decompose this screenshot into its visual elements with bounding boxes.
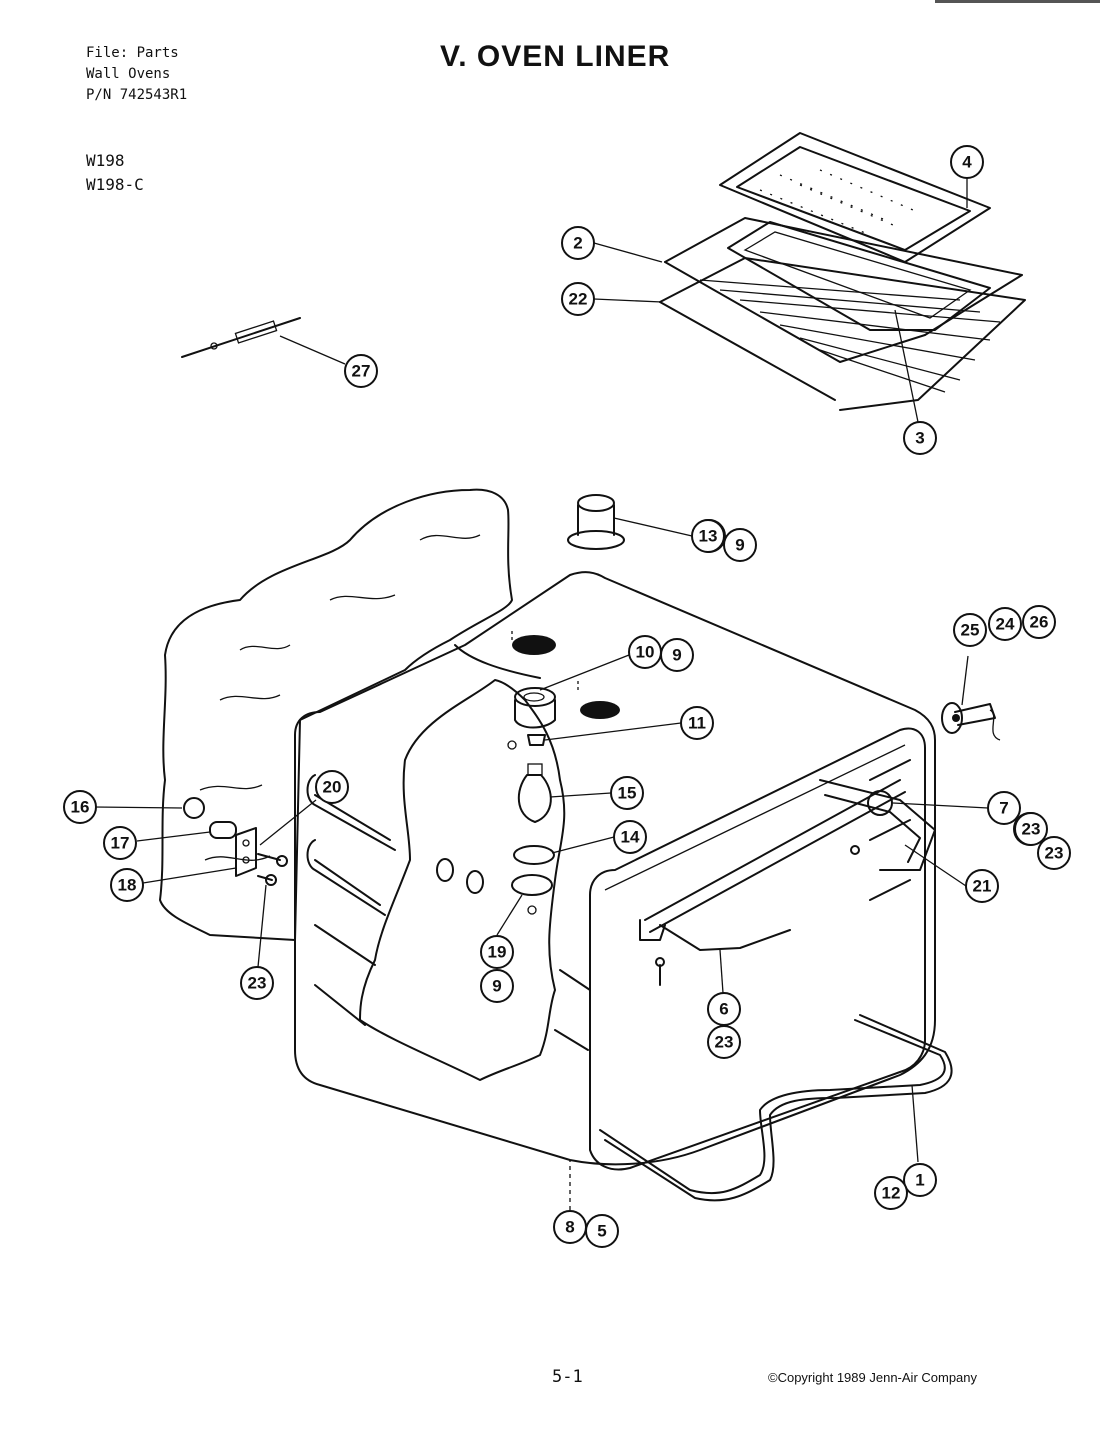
svg-text:23: 23 <box>1022 820 1041 839</box>
callout: 25 <box>953 613 987 647</box>
svg-text:17: 17 <box>111 834 130 853</box>
svg-text:25: 25 <box>961 621 980 640</box>
callout: 1 <box>903 1163 937 1197</box>
file-info: File: Parts Wall Ovens P/N 742543R1 <box>86 43 187 106</box>
svg-text:11: 11 <box>688 714 706 733</box>
svg-text:4: 4 <box>962 153 972 172</box>
callout: 7 <box>987 791 1021 825</box>
svg-text:2: 2 <box>573 234 582 253</box>
svg-text:12: 12 <box>882 1184 901 1203</box>
page-number: 5-1 <box>552 1367 583 1387</box>
top-edge-mark <box>935 0 1100 3</box>
svg-text:8: 8 <box>565 1218 574 1237</box>
callout: 24 <box>988 607 1022 641</box>
svg-text:15: 15 <box>618 784 637 803</box>
copyright-notice: ©Copyright 1989 Jenn-Air Company <box>768 1370 978 1385</box>
callout: 23 <box>707 1025 741 1059</box>
svg-text:21: 21 <box>973 877 992 896</box>
svg-text:7: 7 <box>999 799 1008 818</box>
file-line: P/N 742543R1 <box>86 87 188 103</box>
callout: 19 <box>480 935 514 969</box>
callout: 9 <box>480 969 514 1003</box>
svg-text:3: 3 <box>915 429 924 448</box>
sensor-parts-drawing <box>867 702 1001 816</box>
svg-text:13: 13 <box>699 527 718 546</box>
svg-text:23: 23 <box>248 974 267 993</box>
callout: 23 <box>1014 812 1048 846</box>
callout: 5 <box>585 1214 619 1248</box>
callout: 16 <box>63 790 97 824</box>
callout: 13 <box>691 519 725 553</box>
broiler-insert-drawing <box>727 221 991 331</box>
svg-text:1: 1 <box>915 1171 924 1190</box>
svg-text:23: 23 <box>715 1033 734 1052</box>
insulation-blanket-drawing <box>159 488 513 941</box>
callout: 6 <box>707 992 741 1026</box>
callout: 4 <box>950 145 984 179</box>
callout: 3 <box>903 421 937 455</box>
model-list: W198 W198-C <box>86 149 144 197</box>
callout: 23 <box>1037 836 1071 870</box>
light-assembly-drawing <box>507 687 556 915</box>
hinge-parts-drawing <box>183 797 288 886</box>
callout: 23 <box>240 966 274 1000</box>
svg-text:24: 24 <box>996 615 1015 634</box>
svg-text:16: 16 <box>71 798 90 817</box>
svg-text:9: 9 <box>492 977 501 996</box>
svg-text:27: 27 <box>352 362 371 381</box>
svg-text:14: 14 <box>621 828 640 847</box>
model-number: W198-C <box>86 175 144 194</box>
svg-text:9: 9 <box>672 646 681 665</box>
callout: 12 <box>874 1176 908 1210</box>
bake-element-drawing <box>599 1014 953 1202</box>
svg-text:26: 26 <box>1030 613 1049 632</box>
callout: 17 <box>103 826 137 860</box>
callout: 26 <box>1022 605 1056 639</box>
svg-text:5: 5 <box>597 1222 606 1241</box>
svg-text:18: 18 <box>118 876 137 895</box>
callout: 21 <box>965 869 999 903</box>
svg-text:20: 20 <box>323 778 342 797</box>
page-title: V. OVEN LINER <box>440 40 671 73</box>
oven-cavity-drawing <box>294 571 936 1171</box>
callout: 20 <box>315 770 349 804</box>
file-line: File: Parts <box>86 45 179 61</box>
callout: 2 <box>561 226 595 260</box>
screws-drawing <box>655 845 860 986</box>
callout: 15 <box>610 776 644 810</box>
callout: 27 <box>344 354 378 388</box>
svg-text:10: 10 <box>636 643 655 662</box>
callout: 9 <box>660 638 694 672</box>
broiler-pan-drawing <box>719 132 991 263</box>
socket-drawing <box>567 494 625 550</box>
callout: 14 <box>613 820 647 854</box>
callout: 9 <box>723 528 757 562</box>
callout: 8 <box>553 1210 587 1244</box>
callout: 10 <box>628 635 662 669</box>
broil-element-drawing <box>639 779 936 951</box>
svg-text:23: 23 <box>1045 844 1064 863</box>
callout: 11 <box>680 706 714 740</box>
svg-text:22: 22 <box>569 290 588 309</box>
meat-probe-drawing <box>181 317 301 358</box>
leader-lines <box>93 178 989 1210</box>
svg-text:19: 19 <box>488 943 507 962</box>
svg-text:9: 9 <box>735 536 744 555</box>
callout: 18 <box>110 868 144 902</box>
svg-text:6: 6 <box>719 1000 728 1019</box>
model-number: W198 <box>86 151 125 170</box>
file-line: Wall Ovens <box>86 66 171 82</box>
callout: 22 <box>561 282 595 316</box>
oven-racks-drawing <box>659 217 1026 411</box>
